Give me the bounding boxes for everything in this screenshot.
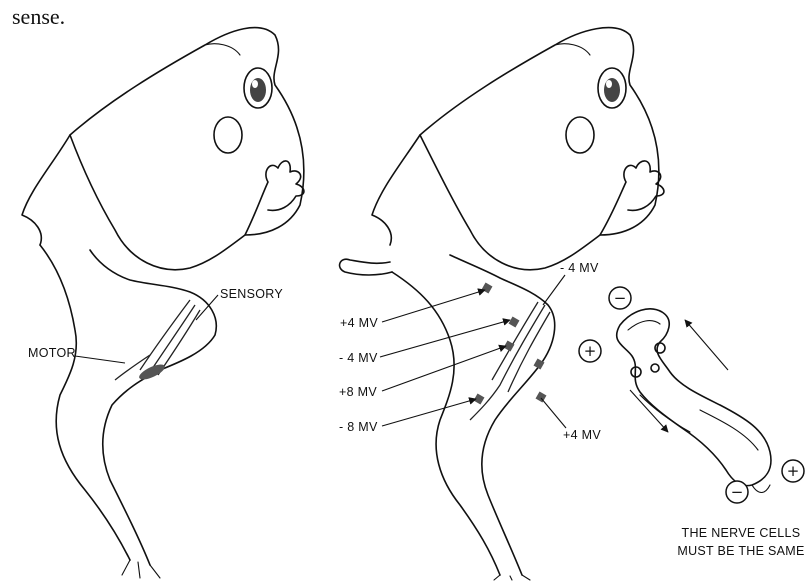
pointer-voltage-plus4-left <box>382 290 485 322</box>
label-voltage-minus4-left: - 4 MV <box>339 351 378 365</box>
left-frog-hind-leg <box>40 245 216 565</box>
arrow-up-left <box>685 320 728 370</box>
pointer-motor <box>75 356 125 363</box>
svg-text:+: + <box>584 342 597 360</box>
left-frog-body-outline <box>70 28 304 270</box>
sign-minus-bottom: − <box>726 481 748 503</box>
right-frog-eardrum <box>566 117 594 153</box>
pointer-voltage-plus4-right <box>541 398 566 428</box>
svg-text:−: − <box>731 483 744 501</box>
label-sensory: SENSORY <box>220 287 283 301</box>
pointer-voltage-plus8-left <box>382 346 506 391</box>
sign-minus-top: − <box>609 287 631 309</box>
label-voltage-minus8-left: - 8 MV <box>339 420 378 434</box>
right-frog-foot <box>340 259 392 275</box>
left-frog-eye <box>244 68 272 108</box>
left-frog-eardrum <box>214 117 242 153</box>
label-voltage-plus4-right: +4 MV <box>563 428 601 442</box>
svg-text:−: − <box>614 289 627 307</box>
arrow-down-right <box>630 390 668 432</box>
label-voltage-plus4-left: +4 MV <box>340 316 378 330</box>
pointer-voltage-minus8-left <box>382 399 476 426</box>
svg-text:+: + <box>787 462 800 480</box>
caption-line-2: MUST BE THE SAME <box>677 544 804 558</box>
label-motor: MOTOR <box>28 346 76 360</box>
pointer-voltage-top <box>543 275 565 305</box>
right-frog-front-leg <box>600 161 664 235</box>
left-frog <box>22 28 304 578</box>
sign-plus-right: + <box>782 460 804 482</box>
sign-plus-left: + <box>579 340 601 362</box>
left-frog-front-leg <box>245 161 304 235</box>
right-frog-body-outline <box>420 28 659 270</box>
label-voltage-top: - 4 MV <box>560 261 599 275</box>
label-voltage-plus8-left: +8 MV <box>339 385 377 399</box>
caption-line-1: THE NERVE CELLS <box>682 526 801 540</box>
right-frog-hind-leg <box>392 255 555 575</box>
right-frog-eye <box>598 68 626 108</box>
